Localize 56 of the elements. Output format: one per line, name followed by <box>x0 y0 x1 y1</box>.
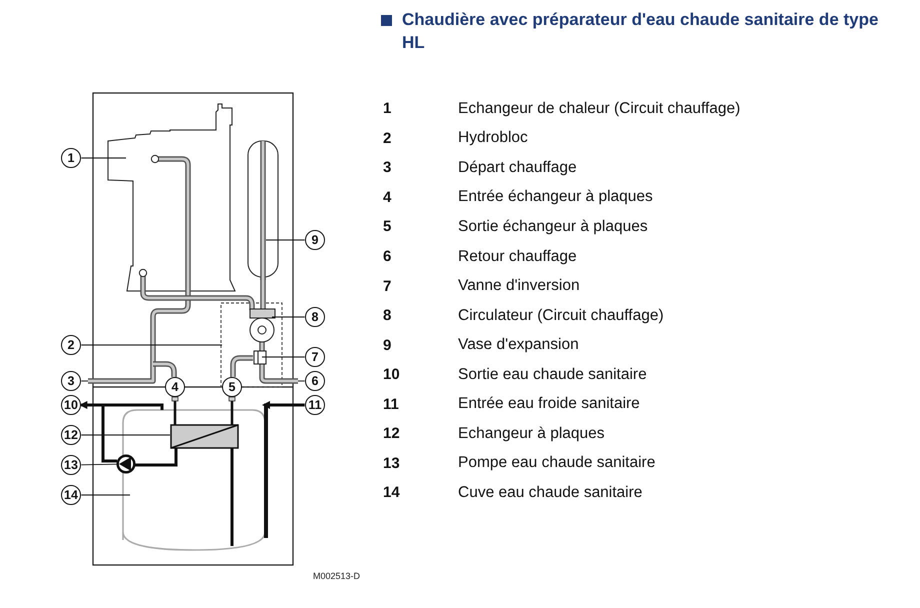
flow-arrow <box>79 401 103 409</box>
leader-line <box>80 344 222 346</box>
callout-number: 13 <box>61 455 81 475</box>
item-description: Pompe eau chaude sanitaire <box>458 454 656 472</box>
callout-number: 9 <box>305 230 325 250</box>
callout-number: 8 <box>305 307 325 327</box>
leader-line <box>262 356 306 358</box>
item-description: Vase d'expansion <box>458 336 580 354</box>
item-number: 4 <box>383 188 392 206</box>
item-number: 10 <box>383 366 401 384</box>
item-number: 1 <box>383 100 392 118</box>
item-number: 5 <box>383 218 392 236</box>
callout-number: 14 <box>61 485 81 505</box>
leader-line <box>298 380 306 382</box>
callout-number: 1 <box>61 148 81 168</box>
item-description: Circulateur (Circuit chauffage) <box>458 306 665 325</box>
callout-number: 5 <box>222 377 242 397</box>
item-description: Sortie échangeur à plaques <box>458 218 649 236</box>
item-number: 3 <box>383 159 392 176</box>
item-number: 14 <box>383 484 401 502</box>
leader-line <box>80 380 88 382</box>
item-description: Entrée eau froide sanitaire <box>458 395 641 414</box>
item-number: 2 <box>383 130 392 147</box>
leader-line <box>80 464 117 466</box>
leader-line <box>80 434 170 436</box>
item-description: Echangeur de chaleur (Circuit chauffage) <box>458 100 742 118</box>
item-number: 12 <box>383 425 401 442</box>
item-description: Echangeur à plaques <box>458 424 606 443</box>
leader-line <box>80 494 130 496</box>
callout-number: 7 <box>305 347 325 367</box>
item-description: Vanne d'inversion <box>458 277 581 296</box>
item-description: Cuve eau chaude sanitaire <box>458 484 644 502</box>
item-number: 6 <box>383 248 392 265</box>
callout-number: 10 <box>61 395 81 415</box>
leader-line <box>272 316 306 318</box>
item-description: Départ chauffage <box>458 158 578 177</box>
pump-symbol <box>116 454 136 474</box>
item-number: 8 <box>383 307 392 324</box>
figure-reference: M002513-D <box>313 571 360 581</box>
item-description: Retour chauffage <box>458 248 578 266</box>
callout-number: 2 <box>61 335 81 355</box>
callout-number: 3 <box>61 371 81 391</box>
item-description: Hydrobloc <box>458 129 529 148</box>
item-number: 7 <box>383 278 392 295</box>
callout-number: 12 <box>61 425 81 445</box>
item-number: 9 <box>383 336 392 354</box>
item-number: 13 <box>383 454 401 472</box>
item-description: Sortie eau chaude sanitaire <box>458 366 648 384</box>
flow-arrow <box>262 401 305 409</box>
item-description: Entrée échangeur à plaques <box>458 188 654 206</box>
item-number: 11 <box>383 396 400 413</box>
callout-number: 4 <box>165 377 185 397</box>
callout-number: 6 <box>305 371 325 391</box>
cold-water-pipe <box>264 404 268 538</box>
section-title: Chaudière avec préparateur d'eau chaude sanitaire de type HL <box>402 9 880 54</box>
callout-number: 11 <box>305 395 325 415</box>
